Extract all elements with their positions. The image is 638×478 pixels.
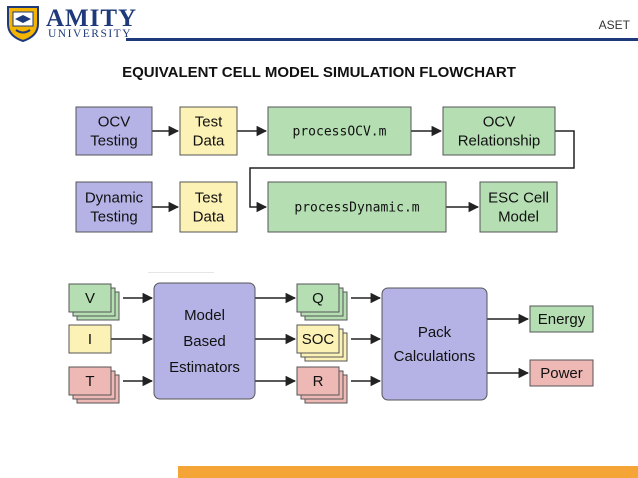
node-state-soc-label: SOC [302, 331, 335, 348]
node-state-soc-box [296, 324, 340, 354]
node-dynamic-testing-box [75, 181, 153, 233]
node-input-i-box [68, 324, 112, 354]
page-title: EQUIVALENT CELL MODEL SIMULATION FLOWCHA… [122, 64, 516, 81]
flowchart-edges [111, 125, 575, 387]
divider-line [148, 272, 214, 273]
node-input-i-label: I [88, 331, 92, 348]
node-input-t: T [68, 366, 120, 404]
node-output-energy-label: Energy [538, 311, 586, 328]
node-process-dynamic: processDynamic.m [267, 181, 447, 233]
node-process-dynamic-label: processDynamic.m [294, 201, 419, 216]
node-process-ocv: processOCV.m [267, 106, 412, 156]
node-output-energy-box [529, 305, 594, 333]
node-input-t-box [68, 366, 112, 396]
node-state-soc: SOC [296, 324, 348, 362]
node-ocv-testing-box [75, 106, 153, 156]
logo-name: AMITY [46, 5, 138, 32]
node-state-q-label: Q [312, 290, 324, 307]
header-rule [126, 38, 638, 41]
node-ocv-relationship-box [442, 106, 556, 156]
node-state-r: R [296, 366, 348, 404]
node-model-based-estimators-box [153, 282, 256, 400]
node-pack-calculations-box [381, 287, 488, 401]
node-input-t-label: T [85, 373, 94, 390]
node-state-q: Q [296, 283, 348, 321]
node-test-data-2-box [179, 181, 238, 233]
shield-logo-icon [7, 6, 39, 43]
node-output-power-box [529, 359, 594, 387]
node-process-ocv-box [267, 106, 412, 156]
edge-relationship-to-process-dynamic [249, 130, 575, 213]
node-input-i: I [68, 324, 112, 354]
node-test-data-1-box [179, 106, 238, 156]
node-input-v-label: V [85, 290, 95, 307]
section-label: ASET [598, 18, 630, 32]
node-process-dynamic-box [267, 181, 447, 233]
amity-logo: AMITY UNIVERSITY [4, 4, 136, 43]
node-output-power-label: Power [540, 365, 583, 382]
node-state-r-box [296, 366, 340, 396]
footer-bar [178, 466, 638, 478]
logo-subtitle: UNIVERSITY [48, 28, 132, 40]
node-output-energy: Energy [529, 305, 594, 333]
node-input-v: V [68, 283, 120, 321]
node-output-power: Power [529, 359, 594, 387]
node-state-r-label: R [313, 373, 324, 390]
node-input-v-box [68, 283, 112, 313]
node-esc-cell-model-box [479, 181, 558, 233]
node-state-q-box [296, 283, 340, 313]
node-process-ocv-label: processOCV.m [293, 125, 387, 140]
